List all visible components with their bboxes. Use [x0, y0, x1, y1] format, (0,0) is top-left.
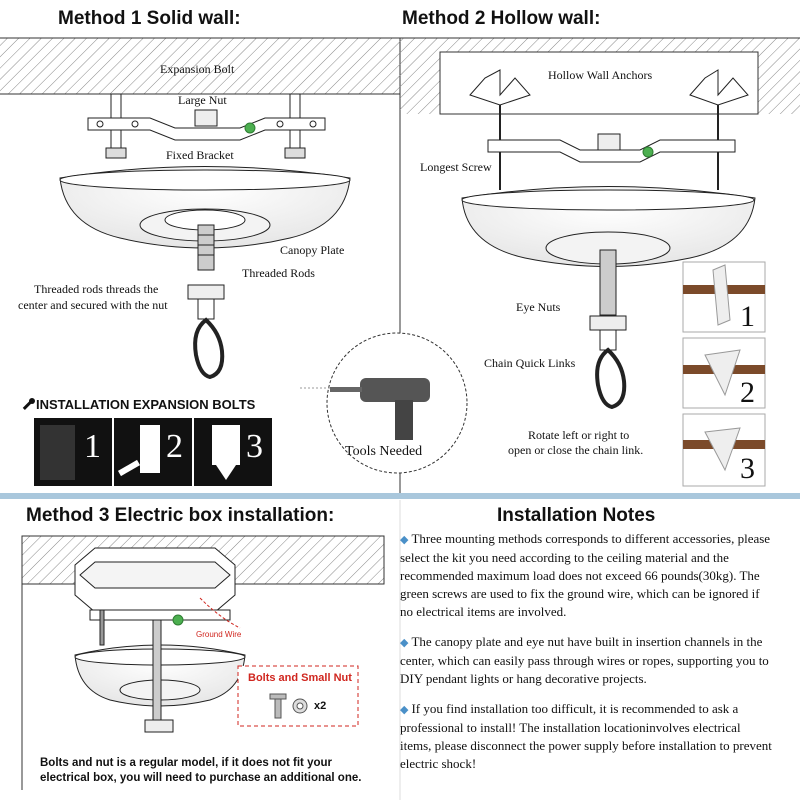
- method2-canopy: [461, 186, 756, 410]
- diamond-icon: ◆: [400, 534, 409, 546]
- method3-caption-line1: Bolts and nut is a regular model, if it …: [40, 757, 332, 769]
- tools-needed-label: Tools Needed: [345, 444, 423, 459]
- rotate-line1: Rotate left or right to: [528, 428, 630, 442]
- method3-canopy: [74, 619, 246, 733]
- m1-step-1: 1: [84, 428, 101, 465]
- method2-title: Method 2 Hollow wall:: [402, 8, 601, 29]
- install-expansion-title: INSTALLATION EXPANSION BOLTS: [36, 397, 256, 412]
- method2-steps: [682, 261, 766, 487]
- wrench-icon: [22, 398, 35, 410]
- eye-nuts-label: Eye Nuts: [516, 300, 561, 314]
- method2-bracket: [487, 133, 736, 163]
- chain-links-label: Chain Quick Links: [484, 356, 576, 370]
- method3-title: Method 3 Electric box installation:: [26, 505, 335, 526]
- tools-illustration: [300, 332, 468, 474]
- method1-title: Method 1 Solid wall:: [58, 8, 241, 29]
- section-divider: [0, 493, 800, 499]
- threaded-note-line1: Threaded rods threads the: [34, 282, 159, 296]
- note-item: ◆Three mounting methods corresponds to d…: [400, 531, 771, 619]
- diamond-icon: ◆: [400, 704, 409, 716]
- m1-step-2: 2: [166, 428, 183, 465]
- threaded-rods-label: Threaded Rods: [242, 266, 315, 280]
- expansion-bolt-label: Expansion Bolt: [160, 62, 235, 76]
- fixed-bracket-label: Fixed Bracket: [166, 148, 234, 162]
- large-nut-label: Large Nut: [178, 93, 227, 107]
- diamond-icon: ◆: [400, 637, 409, 649]
- method3-caption: Bolts and nut is a regular model, if it …: [40, 756, 390, 786]
- notes-list: ◆Three mounting methods corresponds to d…: [400, 530, 775, 785]
- canopy-plate-label: Canopy Plate: [280, 243, 345, 257]
- method1-bracket: [87, 93, 326, 159]
- method1-ceiling: [0, 37, 400, 95]
- hollow-anchors: [469, 69, 749, 190]
- bolts-title-label: Bolts and Small Nut: [248, 672, 352, 684]
- threaded-note-line2: center and secured with the nut: [18, 298, 168, 312]
- ground-wire-label: Ground Wire: [196, 630, 242, 639]
- note-item: ◆The canopy plate and eye nut have built…: [400, 634, 769, 686]
- bolts-box: [237, 665, 359, 727]
- hollow-anchors-label: Hollow Wall Anchors: [548, 68, 653, 82]
- electric-box: [74, 547, 241, 646]
- m2-step-1: 1: [740, 300, 755, 333]
- method1-steps: [34, 418, 272, 486]
- m2-step-2: 2: [740, 376, 755, 409]
- method1-canopy: [59, 166, 351, 380]
- m1-step-3: 3: [246, 428, 263, 465]
- notes-title: Installation Notes: [497, 505, 656, 526]
- m2-step-3: 3: [740, 452, 755, 485]
- method3-caption-line2: electrical box, you will need to purchas…: [40, 772, 362, 784]
- method2-ceiling: [400, 37, 800, 115]
- longest-screw-label: Longest Screw: [420, 160, 492, 174]
- note-item: ◆If you find installation too difficult,…: [400, 701, 772, 771]
- rotate-line2: open or close the chain link.: [508, 443, 644, 457]
- quantity-label: x2: [314, 700, 327, 712]
